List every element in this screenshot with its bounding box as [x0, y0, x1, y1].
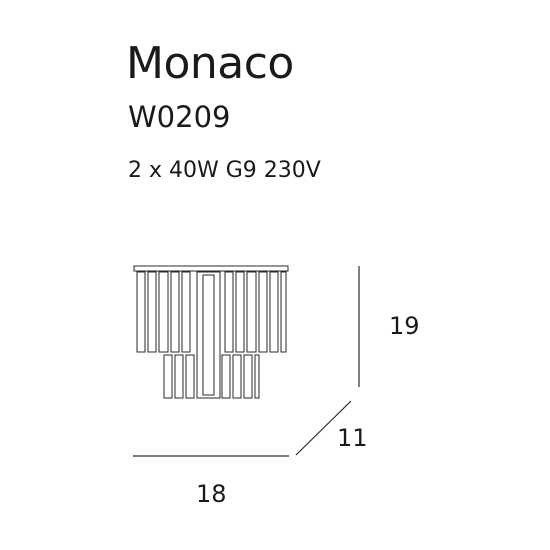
depth-dimension-line — [295, 400, 352, 456]
height-label: 19 — [389, 312, 420, 340]
product-name: Monaco — [126, 38, 294, 89]
product-spec: 2 x 40W G9 230V — [128, 158, 321, 183]
width-label: 18 — [196, 480, 227, 508]
dimension-lines — [133, 266, 360, 457]
product-code: W0209 — [128, 100, 231, 134]
depth-label: 11 — [337, 424, 368, 452]
lamp-illustration — [133, 265, 289, 399]
